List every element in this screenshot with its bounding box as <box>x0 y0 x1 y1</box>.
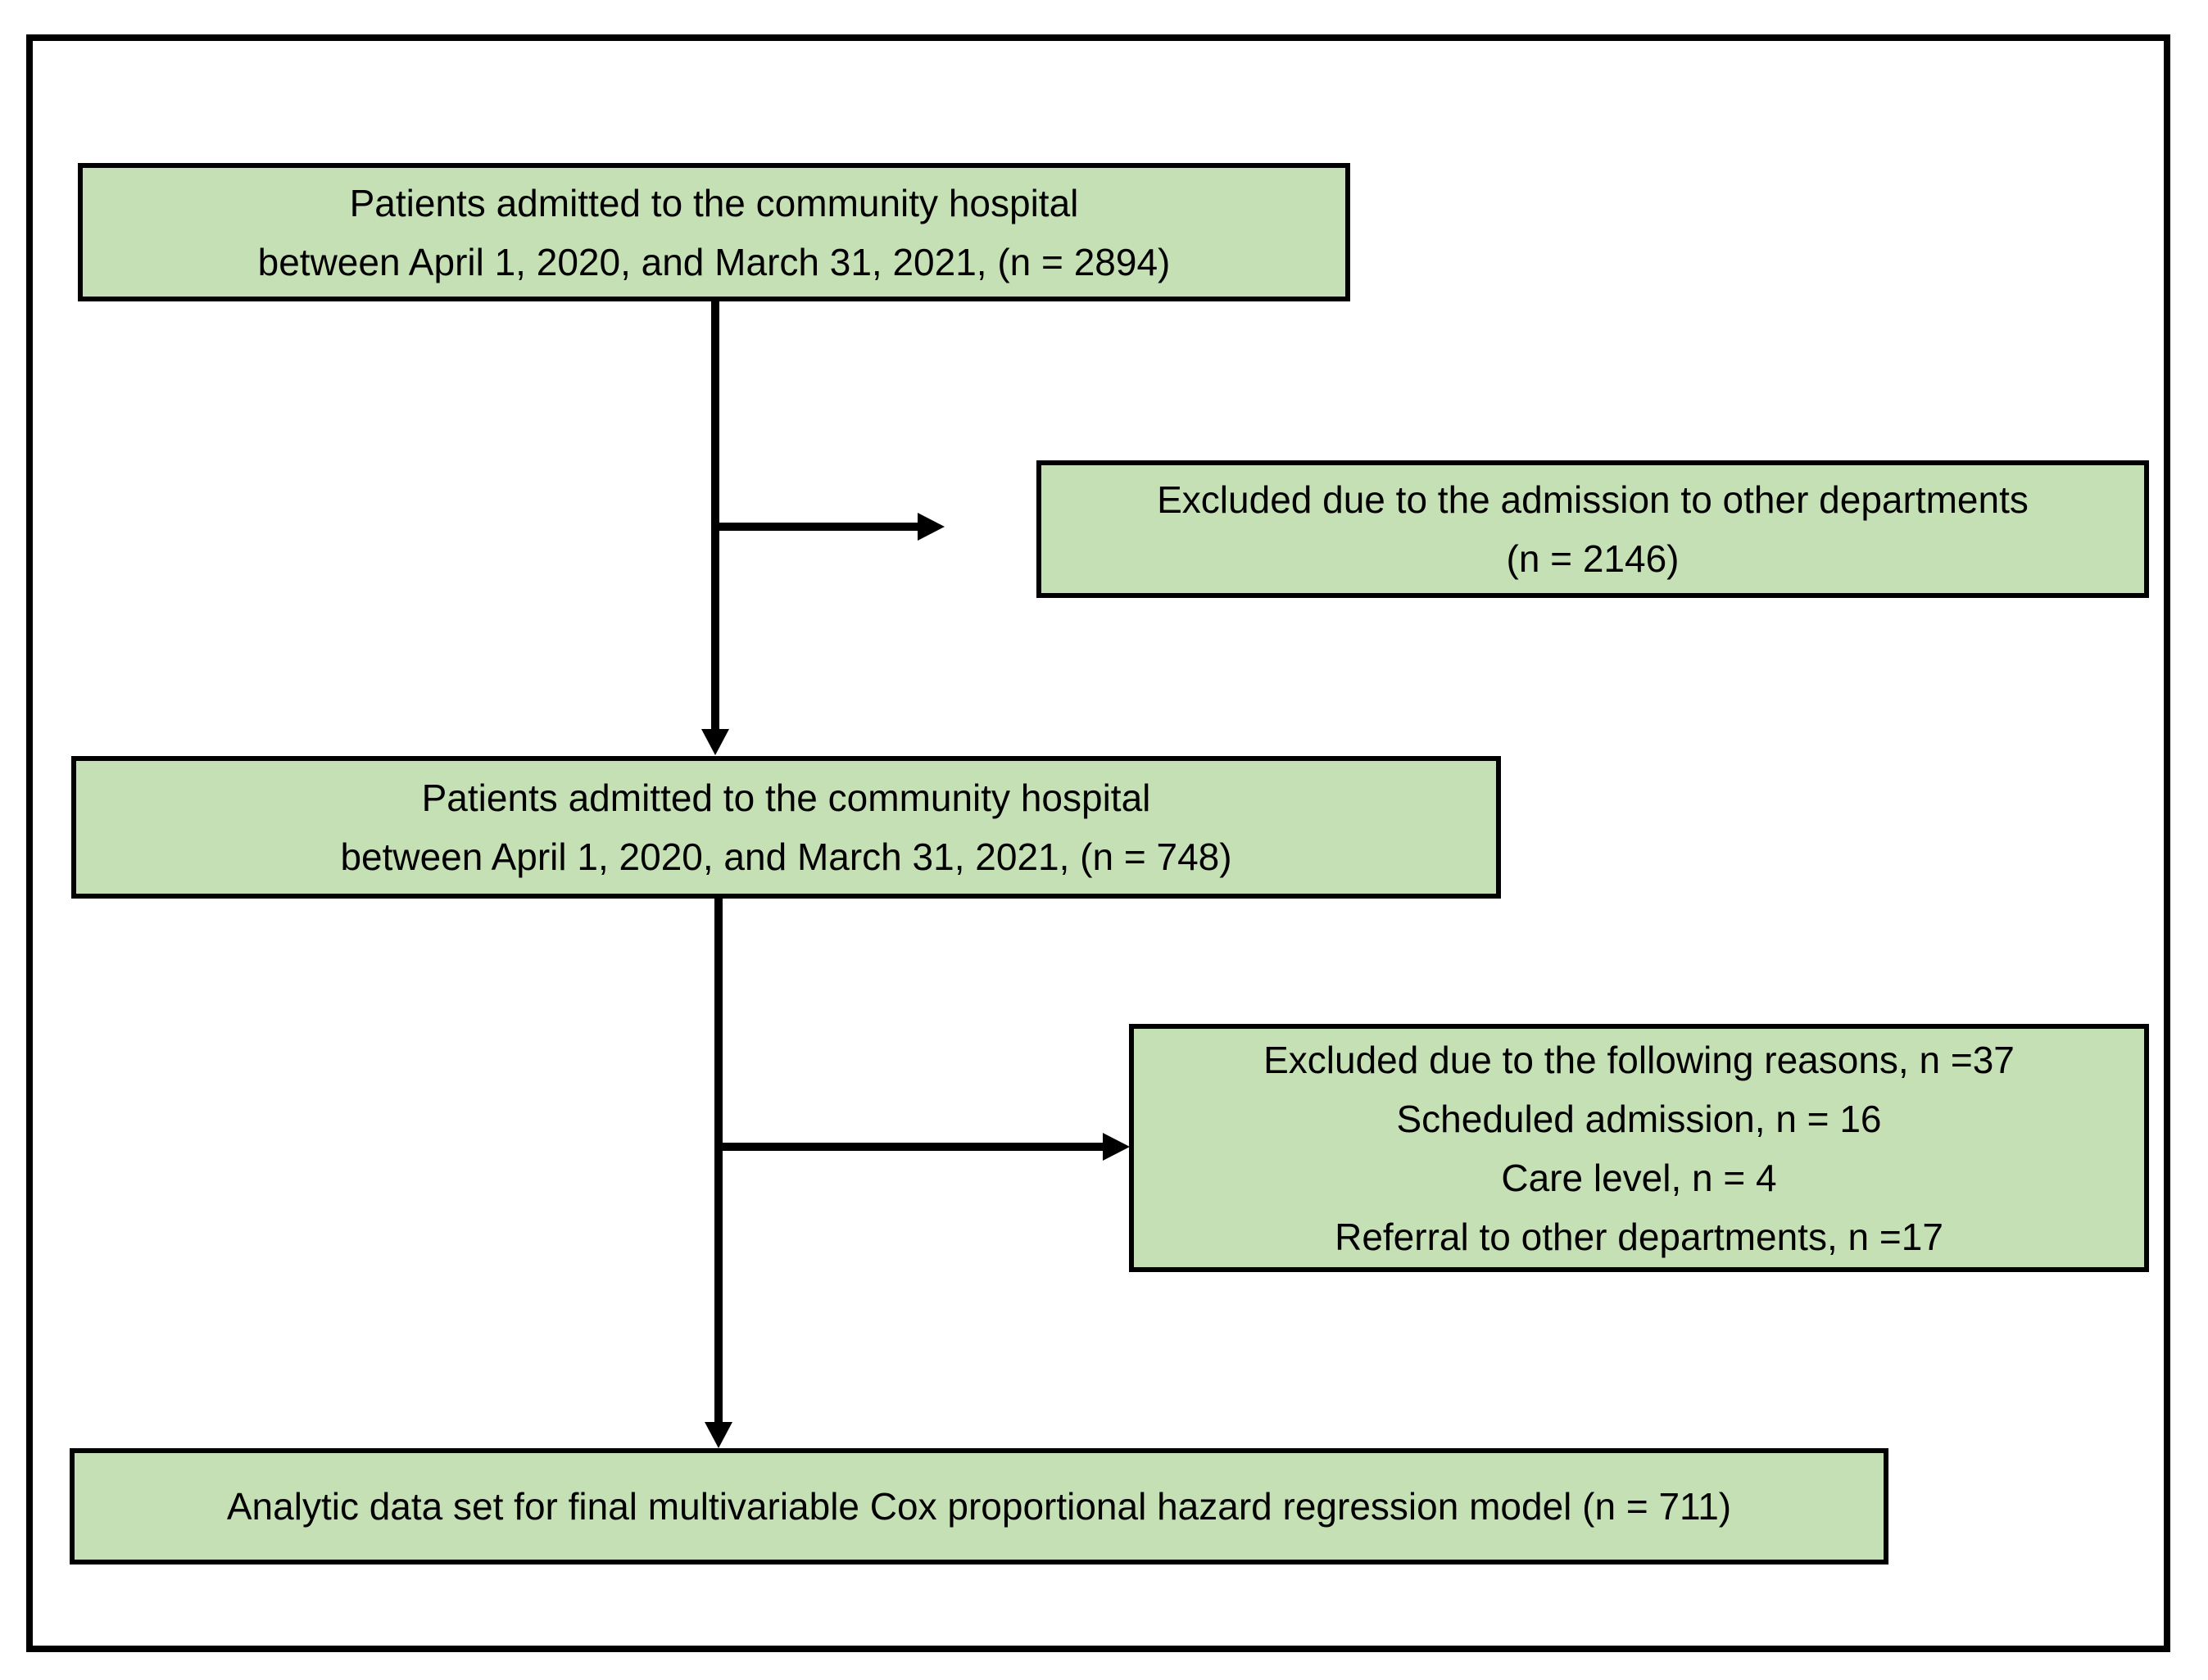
box-text-line: (n = 2146) <box>1506 537 1680 580</box>
box-text-line: Patients admitted to the community hospi… <box>421 777 1151 819</box>
box-text-line: Referral to other departments, n =17 <box>1335 1215 1943 1258</box>
box-text-line: Analytic data set for final multivariabl… <box>226 1485 1732 1528</box>
box-text-line: Patients admitted to the community hospi… <box>349 181 1079 224</box>
connector-horizontal-2 <box>719 1143 1103 1151</box>
figure-border <box>26 34 2170 1652</box>
box-text-line: Care level, n = 4 <box>1501 1156 1777 1199</box>
connector-vertical-2 <box>714 899 723 1425</box>
arrowhead-right-icon <box>1103 1133 1130 1161</box>
arrowhead-right-icon <box>918 513 945 541</box>
box-text-line: between April 1, 2020, and March 31, 202… <box>257 240 1171 283</box>
box-text-line: Excluded due to the admission to other d… <box>1157 478 2029 521</box>
arrowhead-down-icon <box>701 729 729 755</box>
connector-horizontal-1 <box>715 523 918 531</box>
box-admitted-initial: Patients admitted to the community hospi… <box>78 163 1350 301</box>
box-excluded-departments: Excluded due to the admission to other d… <box>1036 460 2149 598</box>
box-analytic-dataset: Analytic data set for final multivariabl… <box>70 1448 1888 1565</box>
arrowhead-down-icon <box>705 1422 732 1448</box>
box-text-line: between April 1, 2020, and March 31, 202… <box>340 835 1232 878</box>
connector-vertical-1 <box>711 301 719 734</box>
box-excluded-reasons: Excluded due to the following reasons, n… <box>1129 1024 2149 1272</box>
box-admitted-filtered: Patients admitted to the community hospi… <box>71 756 1501 899</box>
box-text-line: Excluded due to the following reasons, n… <box>1263 1038 2015 1081</box>
box-text-line: Scheduled admission, n = 16 <box>1396 1097 1882 1140</box>
